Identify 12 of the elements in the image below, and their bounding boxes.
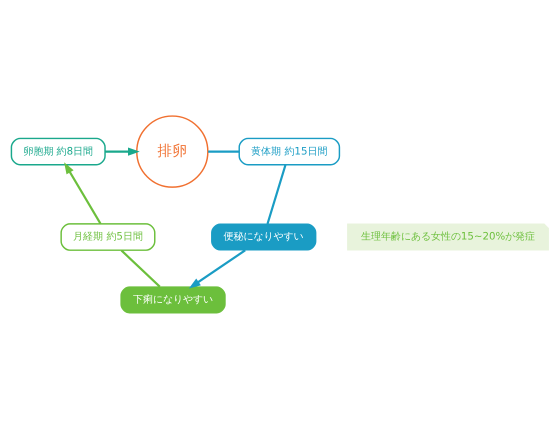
node-box: 便秘になりやすい bbox=[211, 223, 316, 251]
node-box: 月経期 約5日間 bbox=[60, 223, 156, 251]
arrow bbox=[64, 162, 102, 224]
arrow bbox=[188, 249, 246, 288]
connector bbox=[120, 250, 161, 288]
connector bbox=[208, 150, 239, 153]
arrow bbox=[105, 148, 140, 156]
node-box: 卵胞期 約8日間 bbox=[10, 138, 106, 166]
node-circle: 排卵 bbox=[136, 115, 209, 188]
node-box: 黄体期 約15日間 bbox=[238, 138, 340, 166]
connector bbox=[266, 164, 286, 224]
node-box: 下痢になりやすい bbox=[120, 286, 226, 314]
